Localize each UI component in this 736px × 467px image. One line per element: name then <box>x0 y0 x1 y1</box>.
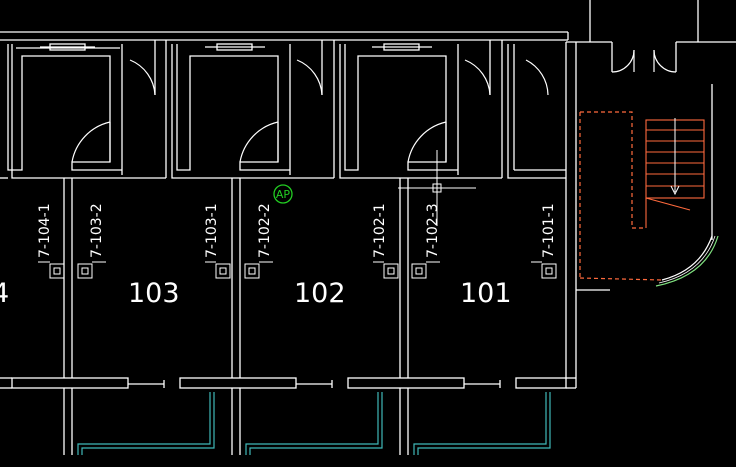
curved-window <box>655 235 719 287</box>
device-symbols <box>49 263 557 279</box>
cable-runs <box>77 392 551 455</box>
stair-core <box>579 111 663 281</box>
stair-arrow <box>670 118 680 196</box>
door-swings <box>71 49 677 163</box>
room-number-103: 103 <box>128 278 180 309</box>
ap-marker-label: AP <box>276 188 291 201</box>
room-number-partial: 4 <box>0 278 9 309</box>
device-tag: 7-104-1 <box>37 203 53 258</box>
room-number-101: 101 <box>460 278 512 309</box>
device-tag: 7-103-2 <box>89 203 105 258</box>
device-tag: 7-101-1 <box>541 203 557 258</box>
ap-marker[interactable]: AP <box>273 184 293 204</box>
ap-marker-circle <box>273 184 293 204</box>
device-tag: 7-102-1 <box>372 203 388 258</box>
device-tag: 7-103-1 <box>204 203 220 258</box>
device-tag: 7-102-3 <box>425 203 441 258</box>
cad-crosshair-cursor <box>398 150 476 226</box>
device-tags: 7-104-1 7-103-2 7-103-1 7-102-2 7-102-1 … <box>37 203 557 258</box>
room-number-102: 102 <box>294 278 346 309</box>
wall-lines <box>0 0 736 455</box>
room-numbers: 103 102 101 4 <box>0 278 512 309</box>
device-tag: 7-102-2 <box>257 203 273 258</box>
